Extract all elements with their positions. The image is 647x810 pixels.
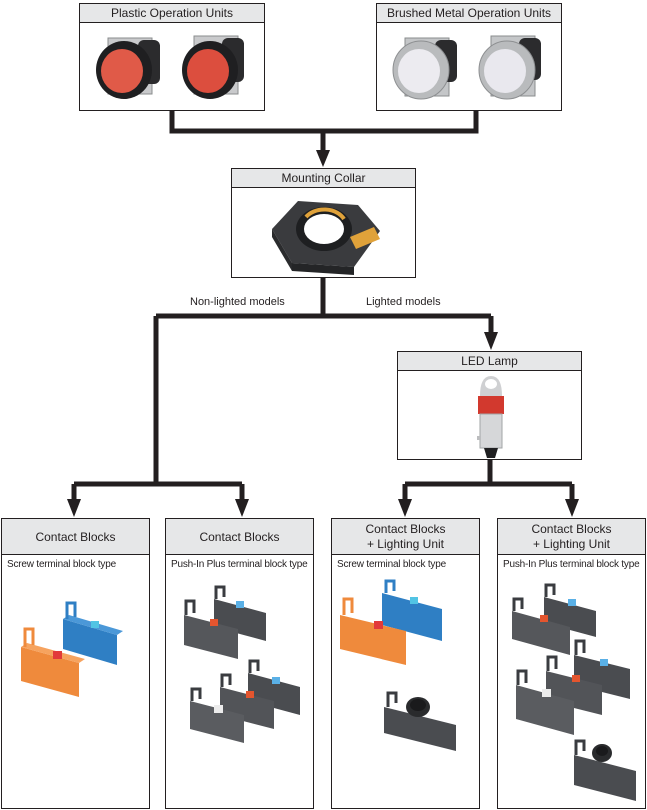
pushin-terminal-subtitle: Push-In Plus terminal block type [171,559,308,570]
plastic-operation-units-box: Plastic Operation Units [79,3,265,111]
metal-pushbutton-image [392,35,541,100]
label-line-1: Contact Blocks [531,522,612,536]
screw-contact-blocks-lighting-image [340,579,456,751]
dark-block-blue-button [544,583,596,637]
connector-top [169,110,479,134]
contact-blocks-pushin-label: Contact Blocks [166,519,313,555]
metal-operation-units-box: Brushed Metal Operation Units [376,3,562,111]
pushin-terminal-subtitle: Push-In Plus terminal block type [503,559,640,570]
contact-blocks-screw-label: Contact Blocks [2,519,149,555]
contact-blocks-lighting-screw-label: Contact Blocks + Lighting Unit [332,519,479,555]
contact-blocks-pushin-box: Contact Blocks Push-In Plus terminal blo… [165,518,314,809]
plastic-operation-units-label: Plastic Operation Units [80,4,264,23]
mounting-collar-image [272,201,380,275]
contact-blocks-lighting-pushin-box: Contact Blocks + Lighting Unit Push-In P… [497,518,646,809]
orange-contact-block [21,627,85,697]
lighting-unit-block [384,691,456,751]
arrow-to-cb-screw [67,499,81,517]
arrow-to-collar [316,150,330,167]
label-line-2: + Lighting Unit [366,537,445,551]
led-lamp-box: LED Lamp [397,351,582,460]
metal-operation-units-label: Brushed Metal Operation Units [377,4,561,23]
dark-block-white-button [190,687,244,743]
red-pushbutton-image [96,35,244,99]
screw-terminal-subtitle: Screw terminal block type [337,559,446,570]
red-pushbutton-1 [96,37,160,99]
arrow-to-cb-pushin [235,499,249,517]
mounting-collar-box: Mounting Collar [231,168,416,278]
red-pushbutton-2 [182,35,244,99]
dark-block-white-button [516,669,574,735]
led-lamp-label: LED Lamp [398,352,581,371]
lighting-unit-block [574,739,636,801]
contact-blocks-lighting-pushin-label: Contact Blocks + Lighting Unit [498,519,645,555]
led-lamp-image [477,376,504,458]
blue-contact-block [63,601,123,665]
metal-pushbutton-1 [392,37,457,100]
contact-blocks-screw-box: Contact Blocks Screw terminal block type [1,518,150,809]
dark-block-red-button [512,597,570,655]
metal-pushbutton-2 [478,35,541,100]
pushin-contact-blocks-image [184,585,300,743]
screw-terminal-subtitle: Screw terminal block type [7,559,116,570]
lighted-models-label: Lighted models [366,296,441,308]
label-line-2: + Lighting Unit [532,537,611,551]
contact-blocks-lighting-screw-box: Contact Blocks + Lighting Unit Screw ter… [331,518,480,809]
non-lighted-models-label: Non-lighted models [190,296,285,308]
screw-contact-blocks-image [21,601,123,697]
dark-block-red-button [184,599,238,659]
arrow-to-cbl-pushin [565,499,579,517]
mounting-collar-label: Mounting Collar [232,169,415,188]
orange-contact-block [340,597,406,665]
arrow-to-led [484,332,498,350]
arrow-to-cbl-screw [398,499,412,517]
pushin-contact-blocks-lighting-image [512,583,636,801]
label-line-1: Contact Blocks [365,522,446,536]
